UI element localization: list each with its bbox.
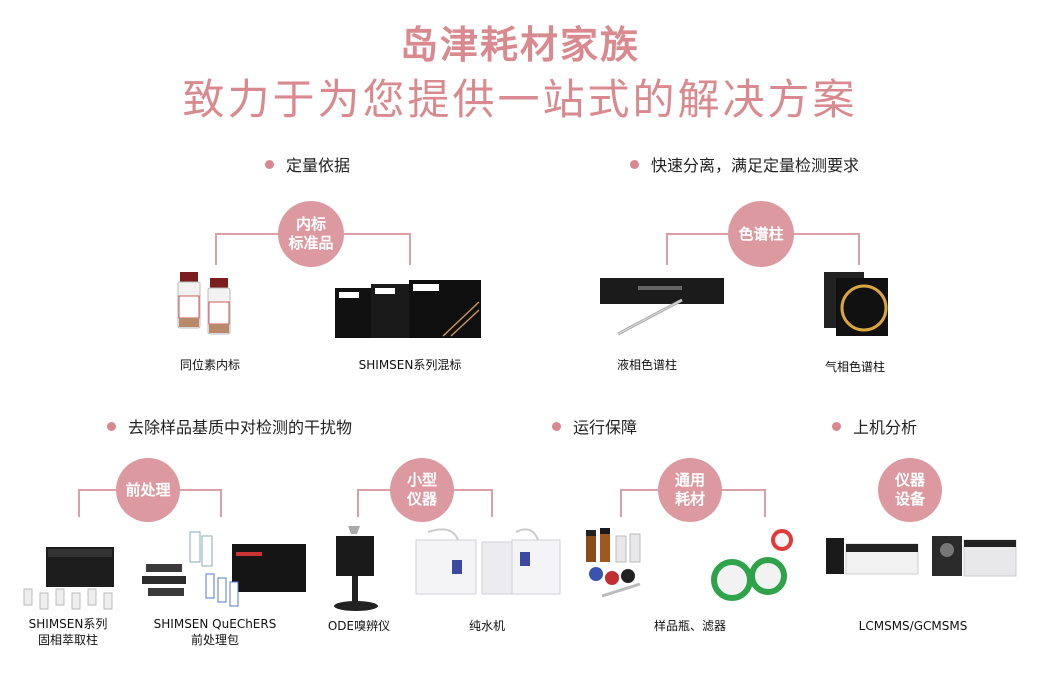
lcms-gcms-image: [824, 530, 1018, 586]
isotope-vials-image: [172, 268, 242, 340]
bullet-dot: [107, 421, 116, 431]
node-pretreatment: 前处理: [116, 458, 180, 522]
node-line: 仪器: [406, 490, 437, 508]
bullet-dot: [630, 159, 639, 169]
bullet-dot: [265, 159, 274, 169]
bullet-dot: [552, 421, 561, 431]
node-line: 内标: [295, 215, 326, 233]
node-line: 小型: [406, 471, 437, 489]
section-heading-operation: 运行保障: [552, 414, 637, 438]
section-heading-separation: 快速分离，满足定量检测要求: [630, 152, 859, 176]
section-heading-analysis: 上机分析: [832, 414, 917, 438]
section-heading-removal: 去除样品基质中对检测的干扰物: [107, 414, 352, 438]
water-purifier-image: [412, 526, 562, 596]
node-line: 前处理: [125, 480, 171, 499]
item-label-line: 前处理包: [190, 633, 239, 647]
shimsen-standard-boxes-image: [333, 278, 483, 340]
node-line: 通用: [674, 471, 705, 489]
item-label: 样品瓶、滤器: [653, 619, 726, 633]
node-line: 仪器: [894, 471, 925, 489]
node-line: 耗材: [674, 490, 705, 508]
ode-instrument-image: [330, 522, 386, 614]
node-line: 色谱柱: [738, 224, 784, 243]
item-label: ODE嗅辨仪: [327, 619, 391, 633]
bullet-dot: [832, 421, 841, 431]
heading-text: 去除样品基质中对检测的干扰物: [128, 418, 353, 437]
heading-text: 定量依据: [286, 156, 351, 175]
node-small-instrument: 小型仪器: [390, 458, 454, 522]
subtitle: 致力于为您提供一站式的解决方案: [182, 75, 858, 124]
item-label: SHIMSEN系列混标: [358, 358, 462, 372]
section-heading-quant: 定量依据: [265, 152, 350, 176]
node-column: 色谱柱: [728, 201, 794, 267]
item-label: 液相色谱柱: [616, 358, 677, 372]
item-label: LCMSMS/GCMSMS: [858, 619, 968, 633]
main-title: 岛津耗材家族: [399, 23, 640, 67]
item-label-line: SHIMSEN系列: [28, 617, 108, 631]
node-internal-standard: 内标标准品: [278, 201, 344, 267]
item-label: SHIMSEN系列 固相萃取柱: [18, 616, 118, 648]
item-label-line: SHIMSEN QuEChERS: [153, 617, 277, 631]
heading-text: 快速分离，满足定量检测要求: [651, 156, 860, 175]
node-line: 设备: [894, 490, 925, 508]
heading-text: 上机分析: [853, 418, 918, 437]
gc-column-image: [822, 268, 890, 338]
heading-text: 运行保障: [573, 418, 638, 437]
item-label: 纯水机: [468, 619, 505, 633]
item-label: 气相色谱柱: [824, 360, 885, 374]
node-general-consumables: 通用耗材: [658, 458, 722, 522]
item-label: SHIMSEN QuEChERS 前处理包: [150, 616, 280, 648]
spe-cartridge-image: [18, 543, 118, 613]
node-instruments: 仪器设备: [878, 458, 942, 522]
vials-filters-image: [582, 526, 802, 608]
node-line: 标准品: [288, 234, 334, 252]
item-label-line: 固相萃取柱: [37, 633, 98, 647]
lc-column-image: [598, 272, 726, 342]
quechers-kit-image: [140, 530, 310, 612]
item-label: 同位素内标: [179, 358, 240, 372]
